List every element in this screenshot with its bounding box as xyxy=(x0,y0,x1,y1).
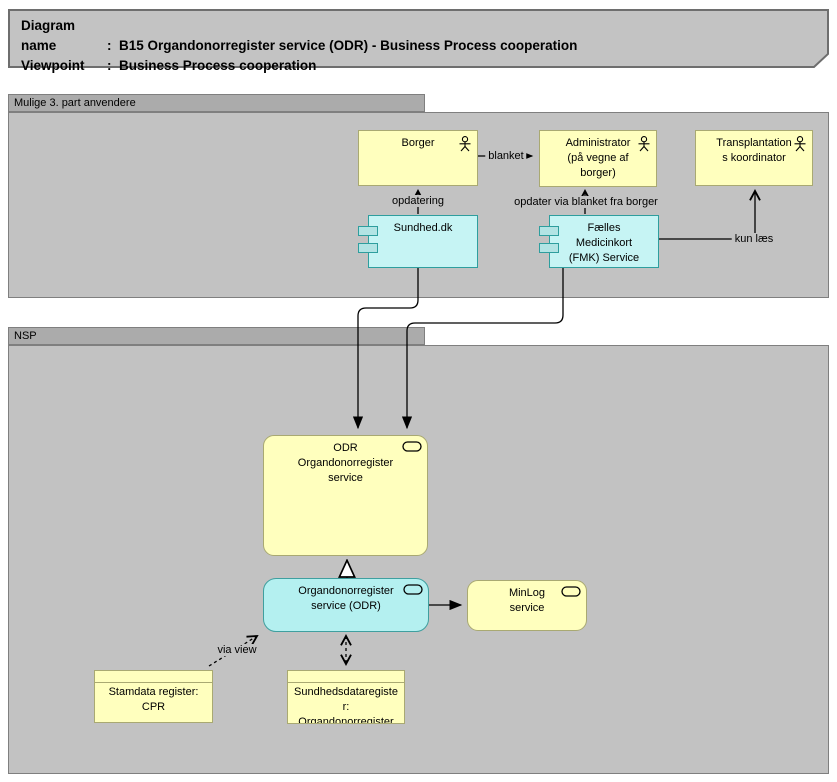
node-label: Transplantation s koordinator xyxy=(716,137,792,164)
node-fmk-service[interactable]: Fælles Medicinkort (FMK) Service xyxy=(539,215,659,268)
edge-label-opdater-via-blanket: opdater via blanket fra borger xyxy=(511,196,661,208)
edge-label-opdatering: opdatering xyxy=(389,195,447,207)
service-icon xyxy=(402,441,422,452)
title-row-diagram-name: Diagram name: B15 Organdonorregister serv… xyxy=(21,16,577,56)
node-sundhed-dk[interactable]: Sundhed.dk xyxy=(358,215,478,268)
node-label: Administrator (på vegne af borger) xyxy=(565,137,631,179)
data-object-band xyxy=(95,671,212,683)
group-mulige-3-part-anvendere-header[interactable]: Mulige 3. part anvendere xyxy=(8,94,425,112)
title-note-shape xyxy=(8,9,829,68)
node-sundhedsdataregister-organdonorregister[interactable]: Sundhedsdataregiste r: Organdonorregiste… xyxy=(287,670,405,724)
title-separator: : xyxy=(107,38,112,53)
component-tab-icon xyxy=(358,243,378,253)
node-organdonorregister-service-odr[interactable]: Organdonorregister service (ODR) xyxy=(263,578,429,632)
node-minlog-service[interactable]: MinLog service xyxy=(467,580,587,631)
component-tab-icon xyxy=(539,226,559,236)
actor-icon xyxy=(638,136,650,152)
edge-label-via-view: via view xyxy=(214,644,260,656)
group-label: NSP xyxy=(14,330,37,342)
node-odr-organdonorregister-service[interactable]: ODR Organdonorregister service xyxy=(263,435,428,556)
node-administrator[interactable]: Administrator (på vegne af borger) xyxy=(539,130,657,187)
title-label: Viewpoint xyxy=(21,58,85,73)
node-transplantations-koordinator[interactable]: Transplantation s koordinator xyxy=(695,130,813,186)
title-label: Diagram name xyxy=(21,18,76,53)
group-label: Mulige 3. part anvendere xyxy=(14,97,136,109)
group-nsp-header[interactable]: NSP xyxy=(8,327,425,345)
diagram-title: Diagram name: B15 Organdonorregister serv… xyxy=(21,16,577,76)
actor-icon xyxy=(459,136,471,152)
service-icon xyxy=(561,586,581,597)
data-object-band xyxy=(288,671,404,683)
component-tab-icon xyxy=(539,243,559,253)
edge-label-kun-laes: kun læs xyxy=(731,233,777,245)
title-value: B15 Organdonorregister service (ODR) - B… xyxy=(119,38,578,53)
node-label: Stamdata register: CPR xyxy=(108,686,199,713)
service-icon xyxy=(403,584,423,595)
node-label: Sundhedsdataregiste r: Organdonorregiste… xyxy=(294,686,398,724)
node-label: MinLog service xyxy=(508,587,546,614)
node-stamdata-register-cpr[interactable]: Stamdata register: CPR xyxy=(94,670,213,723)
node-borger[interactable]: Borger xyxy=(358,130,478,186)
component-tab-icon xyxy=(358,226,378,236)
actor-icon xyxy=(794,136,806,152)
title-separator: : xyxy=(107,58,112,73)
title-value: Business Process cooperation xyxy=(119,58,317,73)
node-label: Borger xyxy=(401,137,435,149)
title-row-viewpoint: Viewpoint: Business Process cooperation xyxy=(21,56,577,76)
edge-label-blanket: blanket xyxy=(485,150,527,162)
node-label: Sundhed.dk xyxy=(393,222,453,234)
node-label: Organdonorregister service (ODR) xyxy=(298,585,394,612)
node-label: ODR Organdonorregister service xyxy=(297,442,394,484)
node-label: Fælles Medicinkort (FMK) Service xyxy=(568,222,640,264)
